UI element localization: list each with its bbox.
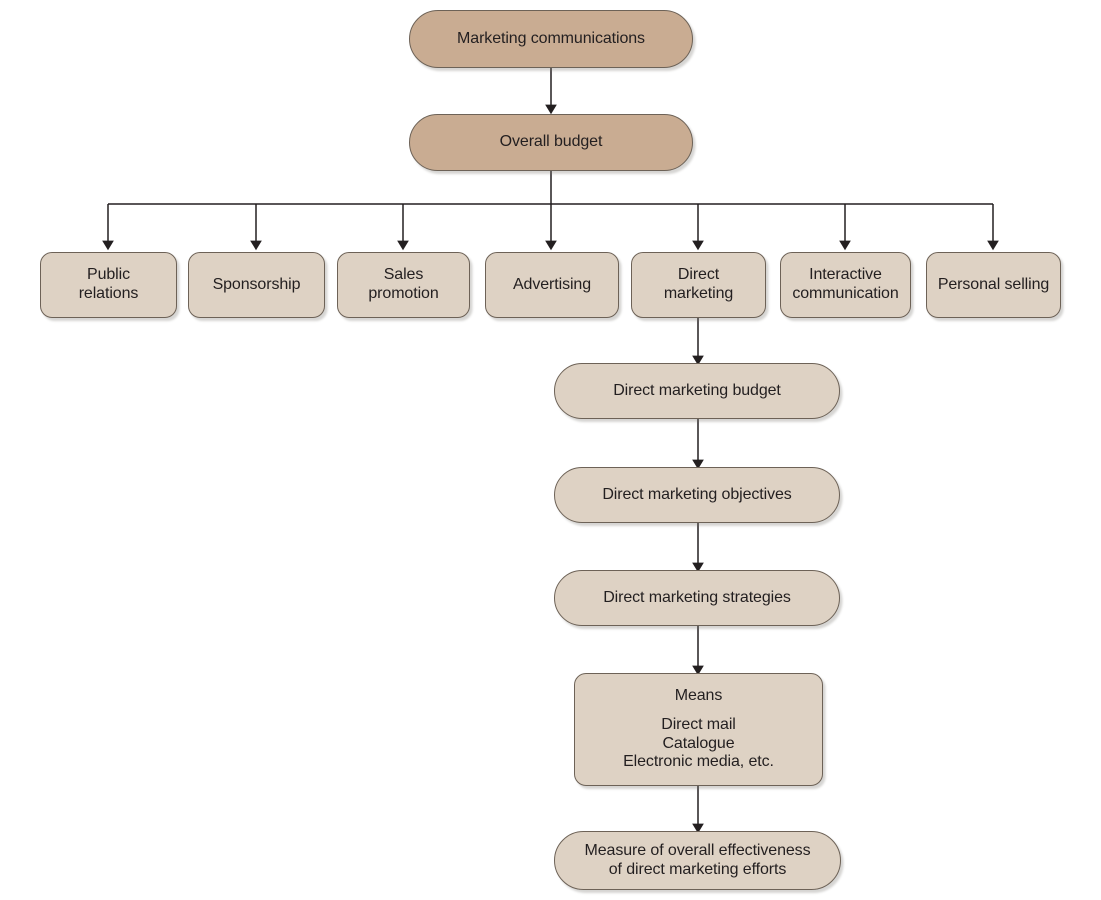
node-label-line-1: Sales: [383, 266, 424, 284]
node-means-item-3: Electronic media, etc.: [623, 753, 774, 771]
node-sponsorship[interactable]: Sponsorship: [188, 252, 325, 318]
node-label: Overall budget: [499, 133, 603, 151]
node-label: Direct marketing strategies: [603, 588, 791, 606]
node-direct-marketing[interactable]: Direct marketing: [631, 252, 766, 318]
node-overall-budget[interactable]: Overall budget: [409, 114, 693, 171]
node-direct-marketing-strategies[interactable]: Direct marketing strategies: [554, 570, 840, 626]
node-direct-marketing-budget[interactable]: Direct marketing budget: [554, 363, 840, 419]
node-label: Direct marketing budget: [613, 381, 781, 399]
node-means-title: Means: [674, 687, 723, 705]
node-marketing-communications[interactable]: Marketing communications: [409, 10, 693, 68]
node-label-line-2: relations: [78, 285, 139, 302]
node-personal-selling[interactable]: Personal selling: [926, 252, 1061, 318]
node-label-line-1: Interactive: [809, 266, 882, 284]
node-label: Advertising: [512, 275, 592, 293]
node-label-line-1: Direct: [677, 266, 720, 284]
node-label: Personal selling: [937, 275, 1050, 293]
node-sales-promotion[interactable]: Sales promotion: [337, 252, 470, 318]
node-means-item-1: Direct mail: [661, 715, 736, 733]
node-label-line-2: communication: [792, 285, 899, 302]
node-label-line-1: Measure of overall effectiveness: [584, 841, 811, 859]
node-advertising[interactable]: Advertising: [485, 252, 619, 318]
node-label: Direct marketing objectives: [602, 485, 792, 503]
node-label-line-2: of direct marketing efforts: [608, 860, 787, 878]
node-label-line-1: Public: [87, 266, 130, 284]
node-label: Sponsorship: [212, 275, 301, 293]
node-means[interactable]: Means Direct mail Catalogue Electronic m…: [574, 673, 823, 786]
node-means-item-2: Catalogue: [662, 734, 735, 752]
node-label: Marketing communications: [457, 29, 645, 47]
node-measure-effectiveness[interactable]: Measure of overall effectiveness of dire…: [554, 831, 841, 890]
node-interactive-communication[interactable]: Interactive communication: [780, 252, 911, 318]
node-label-line-2: marketing: [663, 285, 734, 302]
node-public-relations[interactable]: Public relations: [40, 252, 177, 318]
node-label-line-2: promotion: [368, 285, 439, 302]
node-direct-marketing-objectives[interactable]: Direct marketing objectives: [554, 467, 840, 523]
